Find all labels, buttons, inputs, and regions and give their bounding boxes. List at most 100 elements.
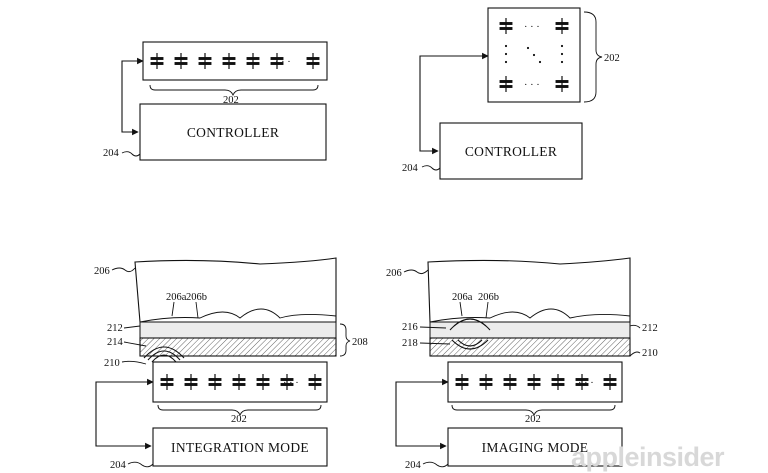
ellipsis-dots: · · · <box>578 378 594 389</box>
transducer-element <box>503 374 517 390</box>
bidirectional-link <box>121 57 144 136</box>
figure-bottom-right: 206 206a 206b 216 218 212 210 · · · 202 … <box>386 257 658 471</box>
grid-dot <box>532 53 536 57</box>
transducer-element <box>208 374 222 390</box>
leader-204 <box>422 461 449 468</box>
ref-214: 214 <box>107 337 124 348</box>
transducer-grid-elements: · · · · · · <box>499 18 569 92</box>
cover-layer-212 <box>139 321 337 339</box>
ref-206b: 206b <box>478 292 499 303</box>
ref-206: 206 <box>94 266 110 277</box>
mode-label: INTEGRATION MODE <box>171 440 309 455</box>
mode-label: IMAGING MODE <box>482 440 589 455</box>
ref-204: 204 <box>405 460 422 471</box>
grid-dot <box>526 46 530 50</box>
transducer-element <box>150 53 164 69</box>
ref-210: 210 <box>104 358 120 369</box>
transducer-element <box>308 374 322 390</box>
ref-202: 202 <box>231 414 247 425</box>
transducer-element <box>479 374 493 390</box>
leader-214 <box>123 341 147 347</box>
ellipsis-dots: · · · <box>524 80 540 91</box>
leader-210 <box>121 360 147 365</box>
ref-216: 216 <box>402 322 418 333</box>
transducer-element <box>174 53 188 69</box>
transducer-element <box>198 53 212 69</box>
grid-dot <box>538 60 542 64</box>
transducer-element <box>555 76 569 92</box>
ref-218: 218 <box>402 338 418 349</box>
transducer-element <box>499 76 513 92</box>
leader-212 <box>629 324 641 329</box>
transducer-element <box>270 53 284 69</box>
transducer-element <box>527 374 541 390</box>
leader-206b <box>485 301 489 319</box>
hatched-layer-214 <box>140 338 336 356</box>
transducer-element <box>555 18 569 34</box>
transducer-element <box>306 53 320 69</box>
transducer-element <box>184 374 198 390</box>
ref-210: 210 <box>642 348 658 359</box>
leader-206 <box>111 267 136 273</box>
ellipsis-dots: · · · <box>275 57 291 68</box>
leader-206 <box>403 269 429 275</box>
ref-212: 212 <box>107 323 123 334</box>
grid-dot <box>560 44 564 48</box>
ref-204: 204 <box>103 148 120 159</box>
grid-dot <box>560 60 564 64</box>
transducer-element <box>603 374 617 390</box>
transducer-array-box <box>152 361 328 403</box>
layer-214-outline <box>139 337 337 357</box>
grid-dot <box>504 60 508 64</box>
transducer-element <box>551 374 565 390</box>
bidirectional-link <box>395 378 449 450</box>
transducer-element <box>256 374 270 390</box>
array-brace <box>149 84 319 97</box>
grid-dot <box>504 52 508 56</box>
ref-212: 212 <box>642 323 658 334</box>
leader-212 <box>123 325 141 329</box>
ref-202: 202 <box>604 53 620 64</box>
transducer-element <box>222 53 236 69</box>
reflected-waves <box>449 318 491 350</box>
array-brace <box>157 404 322 417</box>
ultrasound-waves <box>143 346 185 363</box>
ref-202: 202 <box>525 414 541 425</box>
transducer-element <box>232 374 246 390</box>
ref-206b: 206b <box>186 292 207 303</box>
grid-dot <box>504 44 508 48</box>
leader-204 <box>127 461 154 468</box>
fingerprint-ridges <box>429 308 631 323</box>
transducer-element <box>499 18 513 34</box>
ref-208: 208 <box>352 337 368 348</box>
ref-204: 204 <box>402 163 419 174</box>
leader-204 <box>421 165 441 171</box>
finger-outline <box>134 257 337 323</box>
transducer-element <box>455 374 469 390</box>
leader-216 <box>419 326 447 329</box>
ref-206a: 206a <box>166 292 187 303</box>
hatched-layer <box>430 338 630 356</box>
controller-label: CONTROLLER <box>465 144 557 159</box>
figure-top-right: · · · · · · 202 CONTROLLER 204 <box>402 7 620 180</box>
leader-206a <box>459 301 463 317</box>
ellipsis-dots: · · · <box>524 22 540 33</box>
ref-202: 202 <box>223 95 239 106</box>
transducer-elements: · · · <box>160 374 322 390</box>
leader-204 <box>121 151 141 157</box>
finger-outline <box>427 257 631 323</box>
array-brace <box>451 404 616 417</box>
ellipsis-dots: · · · <box>283 378 299 389</box>
ref-206a: 206a <box>452 292 473 303</box>
leader-206b <box>195 301 199 319</box>
fingerprint-ridges <box>139 308 337 323</box>
transducer-array-box <box>142 41 328 81</box>
transducer-array-box <box>447 361 623 403</box>
transducer-element <box>280 374 294 390</box>
transducer-element <box>160 374 174 390</box>
transducer-element <box>246 53 260 69</box>
brace-208 <box>339 323 351 357</box>
grid-dot <box>560 52 564 56</box>
